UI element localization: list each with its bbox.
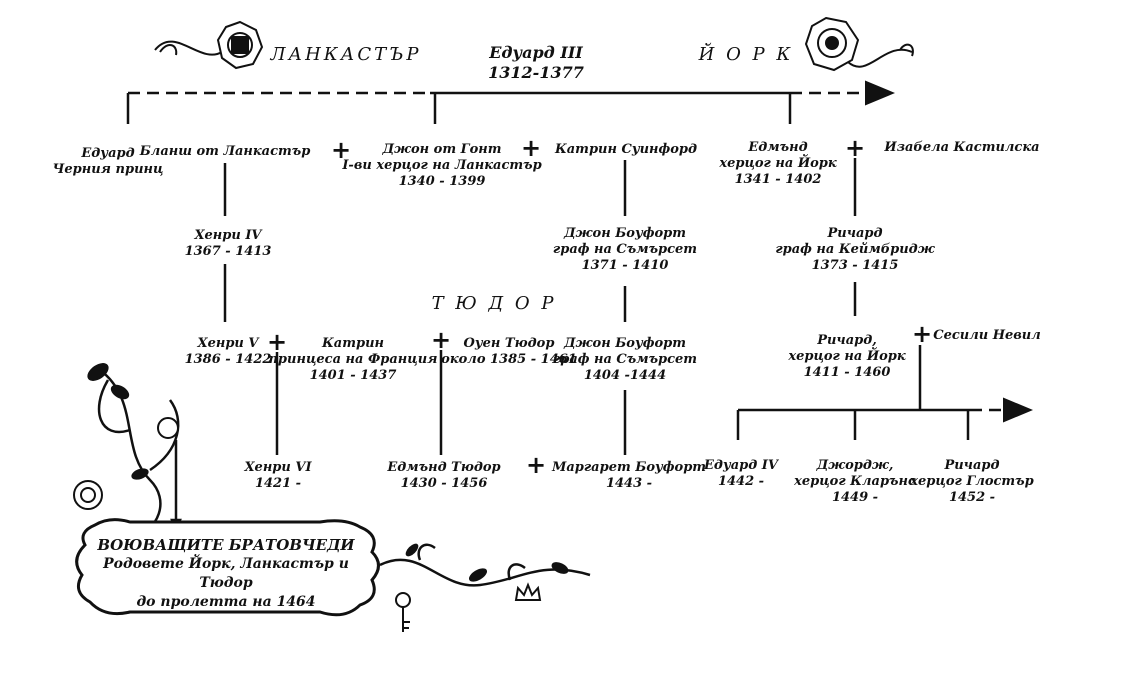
leaf-icon xyxy=(87,363,149,480)
marriage-plus: + xyxy=(844,134,866,162)
vine-leaf-icon xyxy=(405,543,569,582)
key-icon xyxy=(395,592,411,632)
small-rose-icon xyxy=(73,417,179,510)
flower-vine-icon xyxy=(97,369,182,542)
house-york: Й О Р К xyxy=(698,44,794,65)
marriage-plus: + xyxy=(525,451,547,479)
house-tudor: Т Ю Д О Р xyxy=(431,293,557,314)
marriage-plus: + xyxy=(911,320,933,348)
marriage-plus: + xyxy=(430,326,452,354)
lancaster-rose-icon xyxy=(154,20,264,70)
person-blanche: Бланш от Ланкастър xyxy=(139,144,311,159)
title-plaque-frame xyxy=(75,518,380,617)
person-katherine-swynford: Катрин Суинфорд xyxy=(554,142,698,157)
title-plaque: ВОЮВАЩИТЕ БРАТОВЧЕДИ Родовете Йорк, Ланк… xyxy=(78,536,374,612)
person-cecily-neville: Сесили Невил xyxy=(933,328,1041,343)
person-isabella: Изабела Кастилска xyxy=(884,140,1040,155)
title-date: до пролетта на 1464 xyxy=(136,594,316,610)
marriage-plus: + xyxy=(520,134,542,162)
marriage-plus: + xyxy=(266,328,288,356)
marriage-plus: + xyxy=(330,136,352,164)
house-lancaster: ЛАНКАСТЪР xyxy=(270,44,422,65)
title-main: ВОЮВАЩИТЕ БРАТОВЧЕДИ xyxy=(97,536,355,554)
york-rose-icon xyxy=(804,16,914,72)
crown-icon xyxy=(514,582,542,601)
lower-vine-icon xyxy=(379,543,591,587)
title-subtitle: Родовете Йорк, Ланкастър и Тюдор xyxy=(103,556,349,591)
